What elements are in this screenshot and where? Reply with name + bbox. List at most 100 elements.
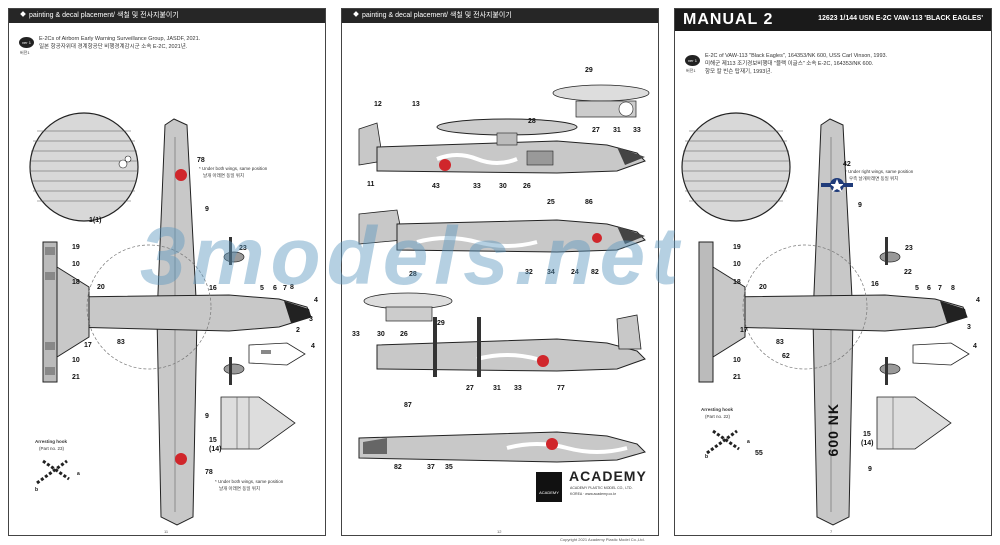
rotodome-side-detail (552, 84, 650, 118)
hook-label: Arresting hook (701, 407, 734, 412)
callout: 28 (409, 271, 417, 278)
academy-logo: ACADEMY (569, 468, 647, 484)
callout: 29 (437, 320, 445, 327)
callout: 23 (905, 245, 913, 252)
version-badge-sub: 버전1 (686, 68, 696, 73)
callout: 77 (557, 385, 565, 392)
callout: 29 (585, 67, 593, 74)
wing-note-en: * Under both wings, same position (215, 479, 284, 484)
callout: 78 (205, 469, 213, 476)
page-header: painting & decal placement/ 색칠 및 전사지붙이기 (342, 9, 658, 23)
callout: 30 (499, 183, 507, 190)
callout: 12 (374, 101, 382, 108)
wing-note-ko: 우측 날개아래면 동일 위치 (849, 176, 899, 181)
page-right: MANUAL 2 12623 1/144 USN E-2C VAW-113 'B… (674, 8, 992, 536)
callout: 9 (205, 206, 209, 213)
callout: 35 (445, 464, 453, 471)
callout: 82 (591, 269, 599, 276)
manual-title: MANUAL 2 (683, 11, 774, 28)
callout: 7 (938, 285, 942, 292)
page-number: 12 (497, 529, 502, 534)
page-header: painting & decal placement/ 색칠 및 전사지붙이기 (9, 9, 325, 23)
arresting-hook-icon (36, 459, 70, 485)
callout: 8 (290, 284, 294, 291)
wing-note-en: * Under both wings, same position (199, 166, 268, 171)
scheme-description-ko: 일본 항공자위대 경계항공단 비행경계감시군 소속 E-2C, 2021년. (39, 44, 188, 50)
callout: 4 (973, 343, 977, 350)
engine-detail (220, 396, 296, 450)
callout: 4 (311, 343, 315, 350)
callout: 33 (514, 385, 522, 392)
academy-company: ACADEMY PLASTIC MODEL CO., LTD. (570, 486, 633, 490)
callout: (14) (861, 440, 874, 447)
header-text: painting & decal placement/ 색칠 및 전사지붙이기 (362, 12, 512, 19)
callout: 17 (740, 327, 748, 334)
aircraft-top-view (698, 118, 968, 526)
callout: 62 (782, 353, 790, 360)
callout: 8 (951, 285, 955, 292)
bullet-icon (20, 11, 26, 17)
callout: 13 (412, 101, 420, 108)
page-number: 7 (830, 529, 833, 534)
callout: 10 (733, 261, 741, 268)
callout: 26 (523, 183, 531, 190)
callout: 7 (283, 285, 287, 292)
callout: 82 (394, 464, 402, 471)
callout: 32 (525, 269, 533, 276)
callout: 2 (296, 327, 300, 334)
callout: 9 (205, 413, 209, 420)
callout: 4 (314, 297, 318, 304)
callout: b (705, 454, 709, 460)
academy-logo-box: ACADEMY (536, 472, 562, 502)
page-left: painting & decal placement/ 색칠 및 전사지붙이기 … (8, 8, 326, 536)
callout: 3 (309, 316, 313, 323)
callout: 27 (592, 127, 600, 134)
callout: 83 (117, 339, 125, 346)
callout: 10 (72, 357, 80, 364)
version-badge-sub: 버전1 (20, 50, 30, 55)
nose-detail (912, 342, 970, 366)
callout: 34 (547, 269, 555, 276)
callout: 6 (273, 285, 277, 292)
callout: 17 (84, 342, 92, 349)
tail-code: 600 NK (825, 403, 841, 457)
callout: 22 (904, 269, 912, 276)
callout: 37 (427, 464, 435, 471)
rotodome-top-view (29, 112, 139, 222)
callout: a (747, 439, 750, 445)
callout: 33 (473, 183, 481, 190)
callout: 5 (915, 285, 919, 292)
callout: 3 (967, 324, 971, 331)
callout: 9 (858, 202, 862, 209)
callout: 10 (733, 357, 741, 364)
hook-part: (Part no. 22) (705, 414, 731, 419)
rotodome-top-view (681, 112, 791, 222)
version-badge: ver 1 (19, 37, 34, 48)
callout: 43 (432, 183, 440, 190)
version-badge: ver 1 (685, 55, 700, 66)
callout: 16 (871, 281, 879, 288)
wing-note-ko: 날개 아래면 동일 위치 (219, 486, 261, 491)
nose-detail (248, 342, 306, 366)
callout: 18 (72, 279, 80, 286)
scheme-description-ko-2: 항모 칼 빈슨 탑재기, 1993년. (705, 69, 772, 75)
callout: 83 (776, 339, 784, 346)
callout: (14) (209, 446, 222, 453)
aircraft-side-view-4 (358, 431, 646, 463)
callout: 11 (367, 181, 375, 188)
callout: 10 (72, 261, 80, 268)
callout: 1(1) (89, 217, 102, 224)
callout: 28 (528, 118, 536, 125)
callout: 24 (571, 269, 579, 276)
callout: 86 (585, 199, 593, 206)
callout: 16 (209, 285, 217, 292)
callout: 19 (72, 244, 80, 251)
callout: 87 (404, 402, 412, 409)
callout: 42 (843, 161, 851, 168)
copyright: Copyright 2021 Academy Plastic Model Co.… (560, 537, 645, 542)
wing-note-ko: 날개 아래면 동일 위치 (203, 173, 245, 178)
page-number: 11 (164, 529, 169, 534)
academy-address: KOREA · www.academy.co.kr (570, 492, 617, 496)
rotodome-under-detail (363, 292, 453, 322)
callout: 26 (400, 331, 408, 338)
